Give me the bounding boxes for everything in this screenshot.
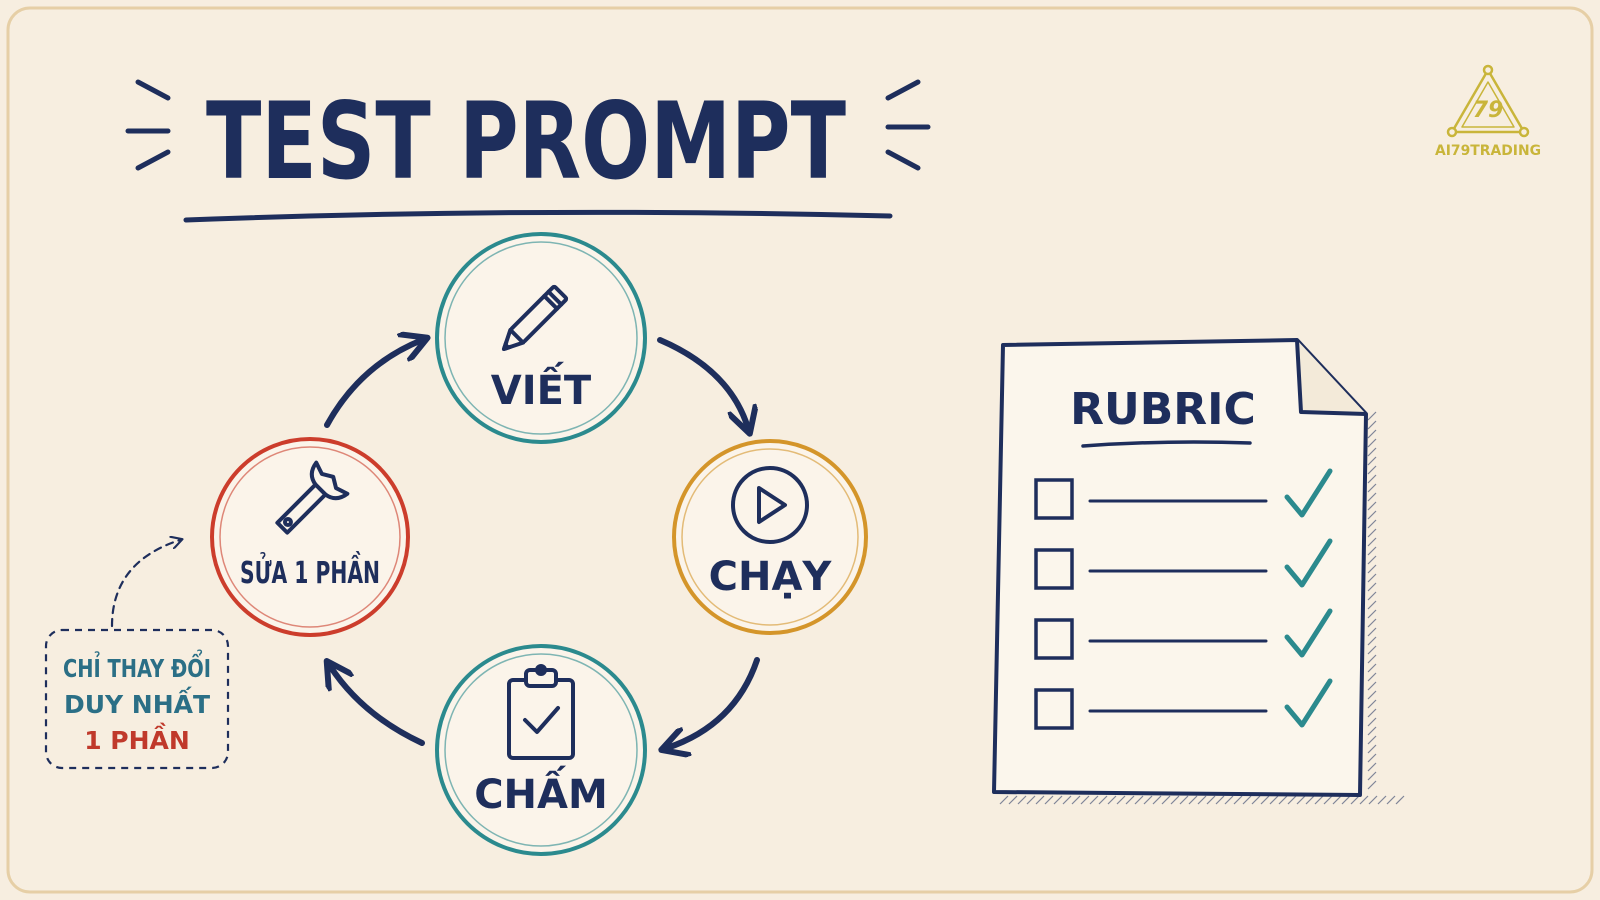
rubric-checklist — [1034, 468, 1333, 730]
note-line-3: 1 PHẦN — [84, 722, 190, 755]
arrow-viet-to-chay — [657, 337, 748, 428]
title-spark-right — [885, 79, 931, 171]
clipboard-check-icon — [507, 664, 575, 760]
pencil-icon — [501, 284, 569, 352]
note-line-2: DUY NHẤT — [64, 686, 210, 719]
step-cham-label: CHẤM — [474, 764, 608, 818]
logo-mark-icon — [1446, 64, 1530, 138]
rubric-document: RUBRIC — [992, 338, 1405, 805]
title-group: TEST PROMPT — [125, 79, 931, 223]
wrench-icon — [275, 460, 350, 535]
arrow-sua-to-viet — [324, 340, 422, 428]
logo-number: 79 — [1473, 98, 1504, 123]
note-line-1: CHỈ THAY ĐỔI — [63, 648, 211, 683]
play-icon — [731, 466, 809, 544]
rubric-row — [1034, 468, 1333, 520]
title-underline — [183, 209, 893, 223]
step-cham: CHẤM — [435, 644, 647, 856]
page-title: TEST PROMPT — [206, 80, 846, 203]
note-box — [44, 628, 230, 770]
constraint-note: CHỈ THAY ĐỔI DUY NHẤT 1 PHẦN — [44, 540, 230, 770]
rubric-title-underline — [1081, 440, 1252, 448]
title-spark-left — [125, 79, 171, 171]
checkbox-icon — [1034, 618, 1074, 660]
rubric-page-fold — [1295, 339, 1367, 416]
rubric-row — [1034, 608, 1333, 660]
arrow-cham-to-sua — [330, 666, 425, 746]
logo-text: AI79TRADING — [1435, 143, 1541, 159]
rubric-title: RUBRIC — [1070, 384, 1256, 435]
step-sua-label: SỬA 1 PHẦN — [240, 551, 380, 591]
rubric-row — [1034, 678, 1333, 730]
cycle-arrows — [324, 337, 760, 748]
rubric-page — [992, 338, 1368, 797]
checkmark-icon — [1284, 538, 1333, 588]
rubric-shadow-hatch — [999, 411, 1405, 805]
checkbox-icon — [1034, 688, 1074, 730]
checkmark-icon — [1284, 678, 1333, 728]
step-viet-label: VIẾT — [491, 360, 592, 414]
checkbox-icon — [1034, 478, 1074, 520]
rubric-row — [1034, 538, 1333, 590]
checkmark-icon — [1284, 608, 1333, 658]
step-sua: SỬA 1 PHẦN — [210, 437, 410, 637]
step-chay-label: CHẠY — [709, 554, 833, 600]
checkbox-icon — [1034, 548, 1074, 590]
arrow-chay-to-cham — [667, 657, 760, 748]
checkmark-icon — [1284, 468, 1333, 518]
note-dashed-arrow — [110, 540, 180, 628]
step-viet: VIẾT — [435, 232, 647, 444]
step-chay: CHẠY — [672, 439, 868, 635]
brand-logo: 79 AI79TRADING — [1435, 64, 1541, 159]
